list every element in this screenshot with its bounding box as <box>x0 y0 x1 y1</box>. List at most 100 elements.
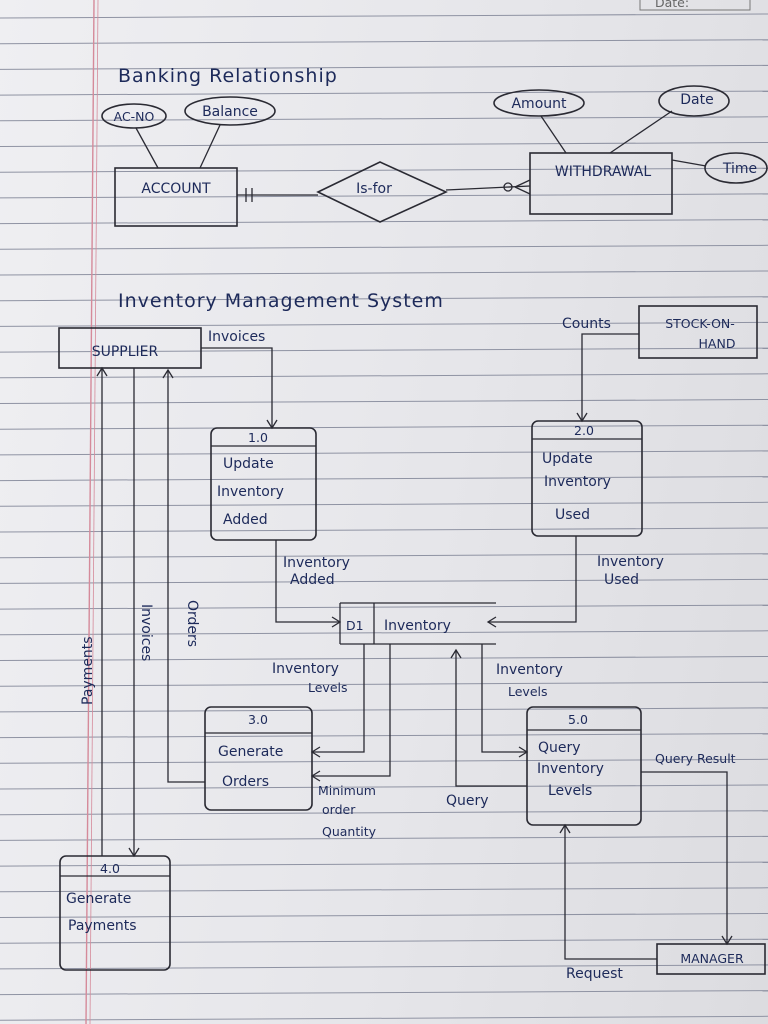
inv-added-label-2: Added <box>290 572 335 588</box>
balance-label: Balance <box>202 104 258 120</box>
rule-line <box>0 90 768 96</box>
process-4-line-1: Generate <box>66 891 131 907</box>
process-1-line-2: Inventory <box>217 484 284 500</box>
payments-label: Payments <box>80 636 96 705</box>
acno-link <box>135 127 159 169</box>
query-flow-line <box>455 650 527 787</box>
time-label: Time <box>722 161 757 177</box>
invoices-top-label: Invoices <box>208 329 265 345</box>
orders-label: Orders <box>184 600 200 647</box>
crow-1 <box>514 179 531 188</box>
rule-line <box>0 270 768 276</box>
date-label: Date <box>680 92 713 108</box>
request-flow-line <box>564 825 657 960</box>
rule-line <box>0 167 768 173</box>
rule-line <box>0 501 768 507</box>
process-4-box <box>59 855 171 971</box>
withdrawal-entity <box>529 152 673 215</box>
counts-label: Counts <box>562 316 611 332</box>
process-3-id: 3.0 <box>248 712 268 727</box>
min-order-flow-line <box>312 644 391 777</box>
process-3-line-1: Generate <box>218 744 283 760</box>
is-for-label: Is-for <box>356 181 392 197</box>
time-attribute <box>704 152 768 184</box>
rule-line <box>0 13 768 19</box>
rule-line <box>0 630 768 636</box>
inventory-dfd: Inventory Management System SUPPLIER STO… <box>58 290 766 982</box>
rule-line <box>0 733 768 739</box>
ac-no-attribute <box>101 103 167 129</box>
rule-line <box>0 707 768 713</box>
rule-line <box>0 244 768 250</box>
rule-line <box>0 142 768 147</box>
inv-added-label-1: Inventory <box>283 555 350 571</box>
amount-link <box>540 115 567 154</box>
inv-used-label-1: Inventory <box>597 554 664 570</box>
rule-line <box>0 835 768 841</box>
request-flow-arrow <box>559 823 571 834</box>
margin-line <box>85 0 95 1024</box>
rule-line <box>0 399 768 404</box>
rule-line <box>0 656 768 661</box>
rule-line <box>0 964 768 970</box>
account-entity <box>114 167 238 227</box>
query-label: Query <box>446 793 489 809</box>
inv-levels-left-label-1: Inventory <box>272 661 339 677</box>
query-result-flow-arrow <box>721 935 733 946</box>
rule-line <box>0 681 768 687</box>
date-attribute <box>658 85 730 117</box>
process-1-line-1: Update <box>223 456 274 472</box>
invoices-flow-arrow <box>266 419 278 430</box>
min-order-label-3: Quantity <box>322 824 377 839</box>
rule-line <box>0 913 768 918</box>
process-5-line-2: Inventory <box>537 761 604 777</box>
crow-2 <box>514 186 531 195</box>
date-link <box>609 110 673 154</box>
process-2-line-1: Update <box>542 451 593 467</box>
inv-levels-right-label-2: Levels <box>508 684 548 699</box>
amount-label: Amount <box>511 96 567 112</box>
stock-label-1: STOCK-ON- <box>665 316 735 331</box>
time-link <box>671 159 707 167</box>
inv-used-flow-arrow <box>486 616 497 628</box>
request-label: Request <box>566 966 623 982</box>
process-1-line-3: Added <box>223 512 268 528</box>
process-4-line-2: Payments <box>68 918 137 934</box>
process-5-box <box>526 706 642 826</box>
inv-levels-left-flow-line <box>312 644 365 753</box>
inv-levels-right-flow-arrow <box>518 746 529 758</box>
manager-label: MANAGER <box>680 951 744 966</box>
stock-label-2: HAND <box>699 336 736 351</box>
process-1-box <box>210 427 317 541</box>
invoices-v-flow-arrow <box>128 847 140 858</box>
banking-er-diagram: Banking Relationship AC-NO Balance ACCOU… <box>101 65 768 227</box>
process-2-id: 2.0 <box>574 423 594 438</box>
rule-line <box>0 219 768 225</box>
inv-added-flow-line <box>275 540 340 623</box>
process-1-id: 1.0 <box>248 430 268 445</box>
rule-line <box>0 321 768 327</box>
inventory-title: Inventory Management System <box>118 290 444 312</box>
process-3-line-2: Orders <box>222 774 269 790</box>
date-corner-box <box>639 0 751 11</box>
stock-on-hand-entity <box>638 305 758 359</box>
min-order-label-1: Minimum <box>318 783 376 798</box>
counts-flow-arrow <box>576 412 588 423</box>
process-2-box <box>531 420 643 537</box>
rule-line <box>0 527 768 533</box>
invoices-flow-line <box>201 347 273 428</box>
rule-line <box>0 578 768 584</box>
rule-line <box>0 861 768 867</box>
query-result-flow-line <box>641 771 728 944</box>
datastore-id: D1 <box>346 618 364 633</box>
banking-title: Banking Relationship <box>118 65 338 87</box>
inv-levels-right-label-1: Inventory <box>496 662 563 678</box>
rule-line <box>0 758 768 764</box>
inv-levels-left-flow-arrow <box>310 746 321 758</box>
query-flow-arrow <box>450 648 462 659</box>
invoices-v-label: Invoices <box>138 604 154 661</box>
payments-flow-arrow <box>96 366 108 377</box>
date-corner-label: Date: <box>655 0 689 10</box>
balance-link <box>199 124 221 169</box>
